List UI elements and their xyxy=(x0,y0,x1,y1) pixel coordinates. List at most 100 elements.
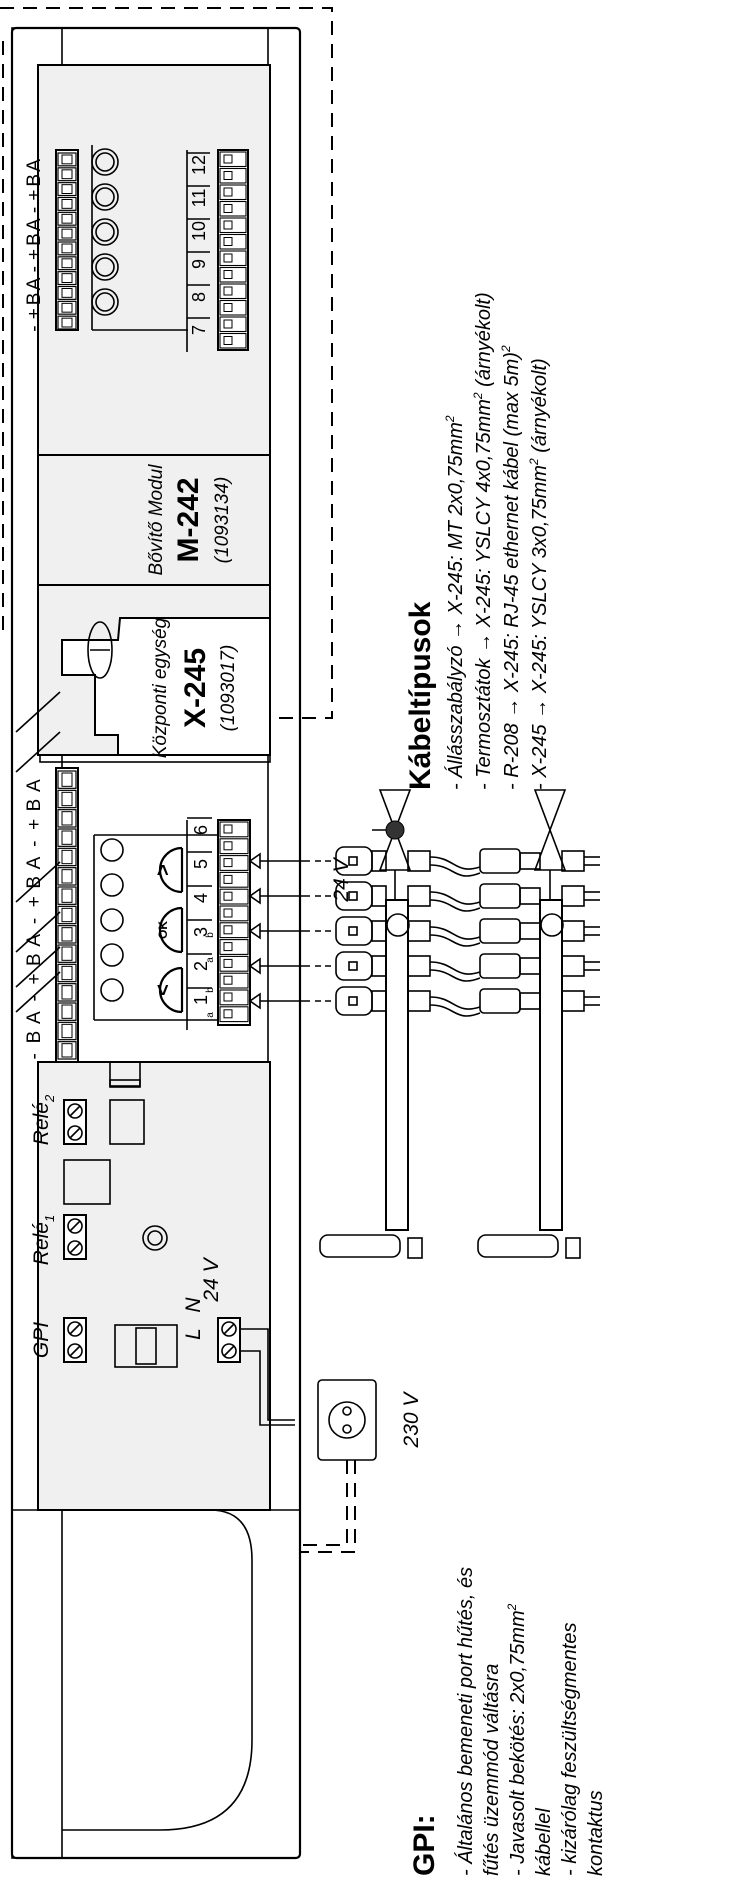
output-terminal-hole xyxy=(223,891,233,901)
left-button[interactable]: < xyxy=(152,984,174,996)
actuator-led xyxy=(348,961,358,971)
ok-button[interactable]: OK xyxy=(156,921,170,939)
gpi-note-line: - Javasolt bekötés: 2x0,75mm2 xyxy=(505,1603,529,1876)
manifold-inlet xyxy=(519,992,541,1010)
cable-type-text: - Állásszabályzó → X-245: MT 2x0,75mm xyxy=(444,422,467,790)
terminal-screw xyxy=(57,1021,77,1041)
output-terminal-hole xyxy=(223,187,233,197)
output-terminal-hole xyxy=(223,220,233,230)
actuator-wires xyxy=(248,846,387,1016)
terminal-screw xyxy=(57,770,77,789)
actuator-led xyxy=(348,856,358,866)
manifold-outlet xyxy=(407,920,431,942)
terminal-slot xyxy=(61,258,73,269)
central-unit-x245: < OK > xyxy=(15,584,271,1511)
output-terminal-hole xyxy=(223,942,233,952)
output-terminal-hole xyxy=(223,992,233,1002)
output-terminal-hole xyxy=(223,237,233,246)
module-bus-label: - xyxy=(24,325,45,331)
central-terminal-number: 1 xyxy=(191,995,211,1005)
cable-types: Kábeltípusok - Állásszabályzó → X-245: M… xyxy=(404,292,551,790)
central-bus-label: B xyxy=(24,953,45,966)
led-indicator-icon xyxy=(100,943,124,967)
terminal-ab-label: a xyxy=(205,1012,216,1018)
gpi-note-text: - kizárólag feszültségmentes xyxy=(559,1623,581,1876)
terminal-slot xyxy=(61,811,73,826)
gpi-note-line: kontaktus xyxy=(585,1790,607,1876)
output-terminal-hole xyxy=(223,336,233,345)
gpi-notes: GPI: - Általános bemeneti port hűtés, és… xyxy=(408,1567,607,1876)
extension-module-m242 xyxy=(37,64,271,586)
cable-hatch xyxy=(15,861,61,903)
terminal-slot xyxy=(61,791,73,807)
output-terminal-hole xyxy=(223,303,233,312)
central-terminal-number: 3 xyxy=(191,927,211,937)
output-terminal-hole xyxy=(223,824,233,834)
manifold-outlet xyxy=(561,955,585,977)
module-terminal-number: 9 xyxy=(189,259,209,269)
loop-pipe xyxy=(429,961,481,975)
module-label: Bővítő Modul xyxy=(146,464,167,576)
terminal-slot xyxy=(61,849,73,865)
module-bus-label: A xyxy=(24,159,45,172)
output-terminal-hole xyxy=(223,270,233,279)
central-bus-label: B xyxy=(24,1031,45,1044)
central-bus-label: A xyxy=(24,1011,45,1024)
gpi-note-line: kábellel xyxy=(533,1808,555,1876)
manifold-outlet xyxy=(407,990,431,1012)
flow-meter-icon xyxy=(479,848,521,874)
module-model: M-242 xyxy=(172,477,205,562)
output-terminal-hole xyxy=(223,171,233,180)
right-button[interactable]: > xyxy=(152,864,174,876)
heating-manifold xyxy=(319,789,600,1259)
loop-pipe xyxy=(429,934,481,947)
output-terminal-hole xyxy=(223,319,233,329)
terminal-screw xyxy=(57,905,77,925)
central-bus-label: + xyxy=(24,819,45,830)
rele1-terminal xyxy=(63,1214,87,1260)
module-output-terminals xyxy=(186,149,249,352)
right-button-ring xyxy=(158,846,183,894)
terminal-slot xyxy=(61,830,73,845)
cable-superscript: 2 xyxy=(527,458,541,466)
module-bus-terminal-block xyxy=(55,149,79,331)
manifold-outlet xyxy=(407,850,431,872)
module-bus-label: B xyxy=(24,293,45,306)
actuator-icon xyxy=(335,951,373,981)
central-code: (1093017) xyxy=(218,645,239,732)
cable-type-item: - R-208 → X-245: RJ-45 ethernet kábel (m… xyxy=(499,345,523,790)
central-bus-label: - xyxy=(24,841,45,847)
central-keypad: < OK > xyxy=(93,834,250,1021)
central-bus-label: + xyxy=(24,896,45,907)
terminal-screw xyxy=(57,1041,77,1060)
manifold-outlet xyxy=(561,990,585,1012)
terminal-arrow xyxy=(248,887,261,905)
central-bus-terminal-block xyxy=(15,691,79,1063)
gpi-note-text: - Általános bemeneti port hűtés, és xyxy=(454,1567,477,1876)
central-terminal-number: 6 xyxy=(191,825,211,835)
module-bus-label: + xyxy=(24,308,45,319)
terminal-slot xyxy=(61,1043,73,1058)
terminal-slot xyxy=(61,772,73,787)
n-label: N xyxy=(182,1297,205,1313)
terminal-screw xyxy=(57,789,77,809)
loop-pipe xyxy=(429,926,481,940)
cable-superscript: 2 xyxy=(471,392,485,400)
actuator-adapter xyxy=(371,885,387,907)
loop-pipe xyxy=(429,864,481,877)
gpi-note-line: fűtés üzemmód váltásra xyxy=(481,1664,503,1876)
terminal-screw xyxy=(57,925,77,944)
cable-type-suffix: (árnyékolt) xyxy=(529,358,551,458)
cable-superscript: 2 xyxy=(499,345,513,353)
led-indicator-icon xyxy=(100,978,124,1002)
flow-meter-icon xyxy=(479,988,521,1014)
terminal-screw xyxy=(57,867,77,886)
cable-type-item: - Állásszabályzó → X-245: MT 2x0,75mm2 xyxy=(443,415,467,790)
terminal-slot xyxy=(61,869,73,884)
terminal-ab-label: b xyxy=(205,932,216,938)
actuator-led xyxy=(348,926,358,936)
terminal-slot xyxy=(61,184,73,195)
led-indicator-icon xyxy=(100,838,124,862)
central-terminal-number: 2 xyxy=(191,961,211,971)
